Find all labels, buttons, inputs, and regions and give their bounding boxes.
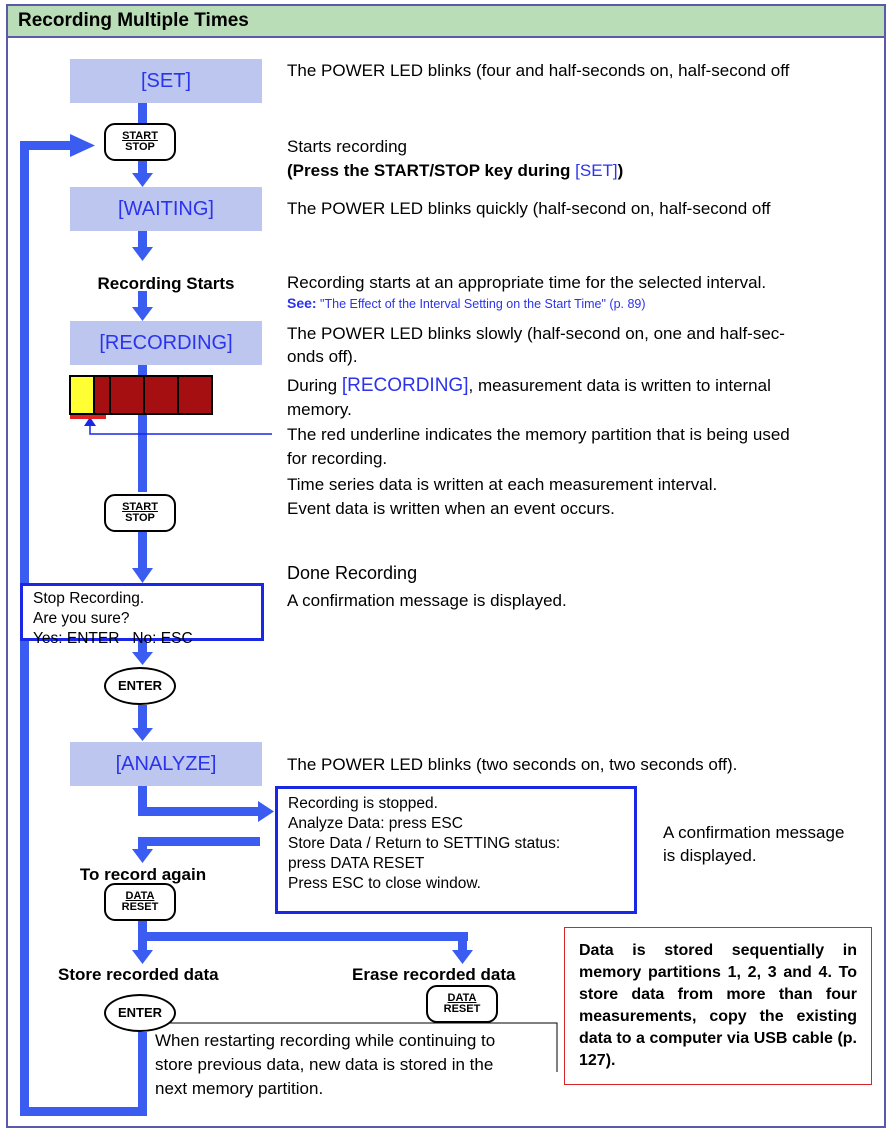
analyze-dialog-line4: press DATA RESET: [288, 855, 425, 872]
desc-during-2: memory.: [287, 400, 352, 419]
analyze-dialog-line5: Press ESC to close window.: [288, 875, 481, 892]
stop-dialog-line2: Are you sure?: [33, 610, 130, 627]
enter-key-2[interactable]: ENTER: [104, 994, 176, 1032]
desc-analyze: The POWER LED blinks (two seconds on, tw…: [287, 755, 738, 774]
analyze-dialog-line3: Store Data / Return to SETTING status:: [288, 835, 561, 852]
data-reset-key-2[interactable]: DATA RESET: [426, 985, 498, 1023]
state-waiting: [WAITING]: [70, 187, 262, 231]
state-analyze: [ANALYZE]: [70, 742, 262, 786]
memory-partition-3: [143, 377, 179, 413]
desc-restart-3: next memory partition.: [155, 1079, 324, 1098]
label-recording-starts: Recording Starts: [97, 274, 235, 293]
desc-recording-1: The POWER LED blinks slowly (half-second…: [287, 324, 785, 343]
desc-during-suffix: , measurement data is written to interna…: [468, 376, 771, 395]
start-stop-key-2[interactable]: START STOP: [104, 494, 176, 532]
desc-press-key-state: [SET]: [575, 161, 618, 180]
state-recording: [RECORDING]: [70, 321, 262, 365]
desc-waiting: The POWER LED blinks quickly (half-secon…: [287, 199, 771, 218]
analyze-dialog: Recording is stopped. Analyze Data: pres…: [275, 786, 637, 914]
desc-underline-1: The red underline indicates the memory p…: [287, 425, 790, 444]
desc-starts-recording: Starts recording: [287, 137, 407, 156]
desc-recording-2: onds off).: [287, 347, 358, 366]
desc-underline-2: for recording.: [287, 449, 388, 468]
desc-during-prefix: During: [287, 376, 342, 395]
desc-press-key: (Press the START/STOP key during [SET]): [287, 160, 623, 182]
stop-dialog: Stop Recording. Are you sure? Yes: ENTER…: [20, 583, 264, 647]
desc-restart-1: When restarting recording while continui…: [155, 1031, 496, 1050]
memory-partition-1: [71, 377, 95, 413]
desc-time-series: Time series data is written at each meas…: [287, 475, 718, 494]
desc-press-key-suffix: ): [617, 161, 624, 180]
desc-confirm-2a: A confirmation message: [663, 823, 845, 842]
desc-confirm-1: A confirmation message is displayed.: [287, 591, 567, 610]
analyze-dialog-line1: Recording is stopped.: [288, 795, 438, 812]
storage-note: Data is stored sequentially in memory pa…: [564, 927, 872, 1085]
data-reset-key-bottom: RESET: [121, 901, 159, 913]
desc-during-state: [RECORDING]: [341, 375, 469, 396]
red-underline: [70, 415, 106, 419]
see-label: See:: [287, 295, 317, 311]
memory-partition-4: [177, 377, 213, 413]
desc-set: The POWER LED blinks (four and half-seco…: [287, 61, 790, 80]
desc-event-data: Event data is written when an event occu…: [287, 499, 615, 518]
desc-see-reference[interactable]: See: "The Effect of the Interval Setting…: [287, 292, 646, 315]
stop-dialog-line3: Yes: ENTER No: ESC: [33, 630, 193, 647]
start-stop-key-2-bottom: STOP: [125, 512, 155, 524]
page-title: Recording Multiple Times: [6, 4, 886, 38]
stop-dialog-line1: Stop Recording.: [33, 590, 145, 607]
start-stop-key-bottom: STOP: [125, 141, 155, 153]
data-reset-key-2-top: DATA: [447, 992, 477, 1004]
start-stop-key-2-top: START: [122, 501, 158, 513]
see-reference-link[interactable]: "The Effect of the Interval Setting on t…: [316, 297, 646, 311]
desc-confirm-2b: is displayed.: [663, 846, 757, 865]
desc-during: During [RECORDING], measurement data is …: [287, 375, 771, 397]
memory-partition-2: [109, 377, 145, 413]
data-reset-key-2-bottom: RESET: [443, 1003, 481, 1015]
data-reset-key-top: DATA: [125, 890, 155, 902]
desc-restart-2: store previous data, new data is stored …: [155, 1055, 494, 1074]
label-erase-recorded: Erase recorded data: [352, 965, 516, 984]
analyze-dialog-line2: Analyze Data: press ESC: [288, 815, 463, 832]
state-set: [SET]: [70, 59, 262, 103]
enter-key[interactable]: ENTER: [104, 667, 176, 705]
desc-rec-start: Recording starts at an appropriate time …: [287, 273, 767, 292]
start-stop-key-top: START: [122, 130, 158, 142]
desc-press-key-prefix: (Press the START/STOP key during: [287, 161, 576, 180]
data-reset-key[interactable]: DATA RESET: [104, 883, 176, 921]
label-store-recorded: Store recorded data: [58, 965, 219, 984]
memory-partitions: [69, 375, 213, 415]
desc-done-recording: Done Recording: [287, 563, 418, 583]
label-to-record-again: To record again: [79, 865, 207, 884]
start-stop-key[interactable]: START STOP: [104, 123, 176, 161]
